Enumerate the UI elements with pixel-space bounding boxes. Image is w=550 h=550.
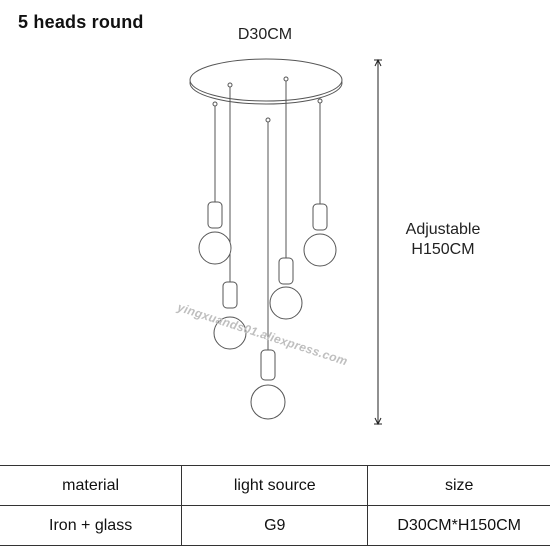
canopy-screw	[283, 76, 289, 82]
canopy-screw	[227, 82, 233, 88]
canopy-screw	[212, 101, 218, 107]
canopy-screw	[265, 117, 271, 123]
product-title: 5 heads round	[18, 12, 144, 32]
spec-header-row: material light source size	[0, 465, 550, 506]
header-light-source: light source	[181, 465, 368, 506]
spec-table: material light source size Iron + glass …	[0, 465, 550, 546]
value-light-source: G9	[181, 505, 368, 546]
lamp-head	[213, 281, 247, 350]
value-material: Iron + glass	[0, 505, 182, 546]
lamp-head	[303, 203, 337, 267]
header-material: material	[0, 465, 182, 506]
header-size: size	[367, 465, 550, 506]
lamp-head	[198, 201, 232, 265]
diameter-label: D30CM	[237, 26, 293, 43]
height-dimension-line	[374, 58, 382, 426]
lamp-head	[269, 257, 303, 320]
ceiling-canopy-top	[189, 58, 343, 102]
adjustable-label: Adjustable	[405, 221, 481, 238]
pendant-lamp-diagram	[189, 58, 382, 426]
lamp-head	[250, 349, 286, 420]
canopy-screw	[317, 98, 323, 104]
value-size: D30CM*H150CM	[367, 505, 550, 546]
spec-value-row: Iron + glass G9 D30CM*H150CM	[0, 505, 550, 546]
height-label: H150CM	[411, 241, 475, 258]
height-annotation: Adjustable H150CM	[388, 220, 498, 260]
